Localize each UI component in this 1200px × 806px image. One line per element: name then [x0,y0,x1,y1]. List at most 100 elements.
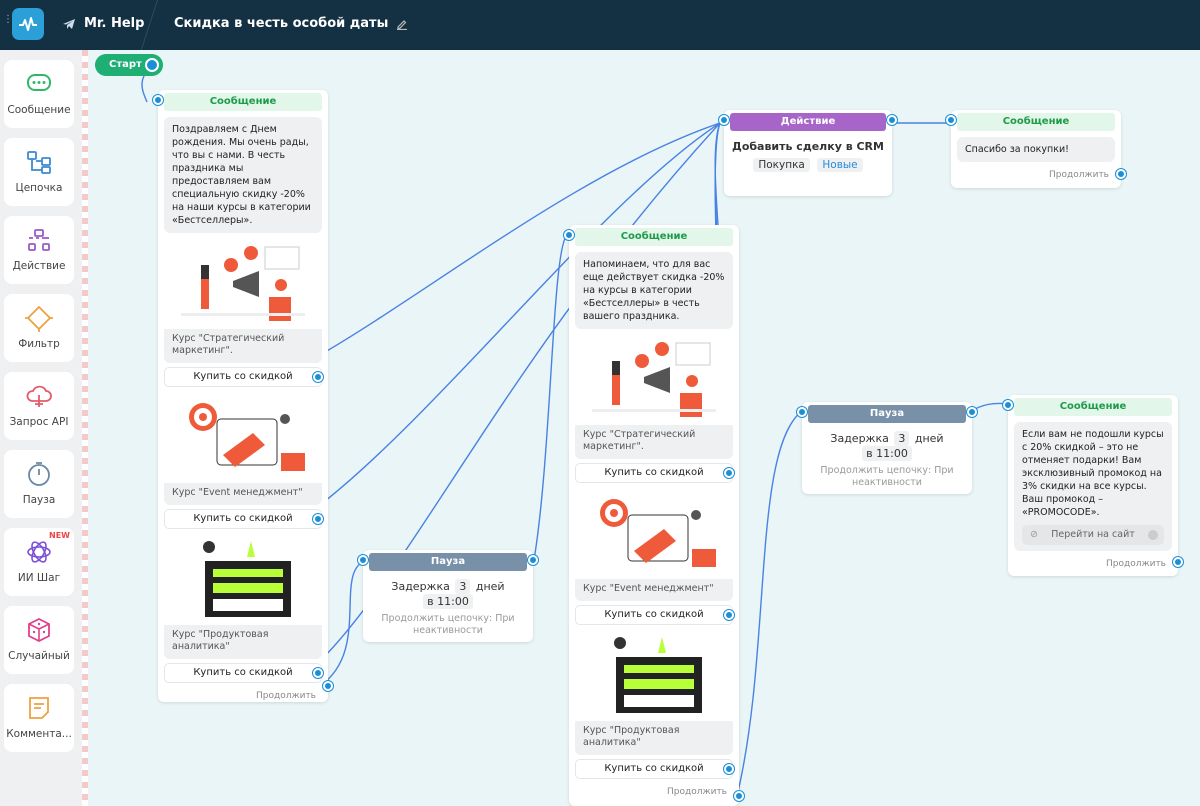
new-badge: NEW [49,531,70,540]
output-port[interactable] [724,468,734,478]
palette-label: Фильтр [18,338,60,350]
palette-ai-step[interactable]: NEW ИИ Шаг [4,528,74,596]
palette-label: Коммента... [6,728,72,740]
message-text: Если вам не подошли курсы с 20% скидкой … [1014,422,1172,551]
continue-port[interactable] [1116,169,1126,179]
action-node[interactable]: Действие Добавить сделку в CRM Покупка Н… [719,110,897,196]
output-port[interactable] [887,115,897,125]
filter-icon [4,304,74,332]
buy-discount-button[interactable]: Купить со скидкой [164,367,323,387]
card-caption: Курс "Event менеджмент" [583,583,714,594]
wire [319,122,721,662]
bot-name: Mr. Help [84,16,145,31]
continue-port[interactable] [734,791,744,801]
marketing-illustration [575,335,733,425]
continue-link[interactable]: Продолжить [1106,559,1166,569]
course-card: Курс "Стратегический маркетинг". [575,335,733,459]
output-port[interactable] [313,668,323,678]
continue-link[interactable]: Продолжить [1049,170,1109,180]
palette-api[interactable]: Запрос API [4,372,74,440]
input-port[interactable] [1003,400,1013,410]
pause-node-2[interactable]: Пауза Задержка 3 дней в 11:00 Продолжить… [797,402,977,494]
message-node-1[interactable]: Сообщение Поздравляем с Днем рождения. М… [153,90,333,702]
input-port[interactable] [946,115,956,125]
palette-action[interactable]: Действие [4,216,74,284]
flow-canvas[interactable]: Старт Сообщение Поздравляем с Днем рожде… [82,50,1200,806]
palette-label: Цепочка [15,182,63,194]
continue-port[interactable] [323,681,333,691]
message-text: Спасибо за покупки! [957,137,1115,162]
output-port[interactable] [967,407,977,417]
node-header: Пауза [369,553,527,571]
pulse-icon [19,17,37,31]
pause-condition: Продолжить цепочку: При неактивности [820,465,954,488]
delay-value: 3 [455,579,471,594]
delay-line: Задержка 3 дней в 11:00 [830,431,944,461]
message-node-4[interactable]: Сообщение Если вам не подошли курсы с 20… [1003,395,1183,576]
node-header: Пауза [808,405,966,423]
palette-random[interactable]: Случайный [4,606,74,674]
wire [319,122,721,356]
input-port[interactable] [358,555,368,565]
output-port[interactable] [724,610,734,620]
message-text: Напоминаем, что для вас еще действует ск… [575,252,733,329]
input-port[interactable] [797,407,807,417]
palette-comment[interactable]: Коммента... [4,684,74,752]
chain-icon [4,148,74,176]
continue-link[interactable]: Продолжить [256,691,316,701]
continue-link[interactable]: Продолжить [667,787,727,797]
message-node-3[interactable]: Сообщение Спасибо за покупки! Продолжить [946,110,1126,188]
card-caption: Курс "Продуктовая аналитика" [172,629,269,652]
palette-label: Сообщение [7,104,71,116]
drag-handle-icon[interactable]: ⋮ [3,14,13,25]
node-header: Сообщение [575,228,733,246]
pause-node-1[interactable]: Пауза Задержка 3 дней в 11:00 Продолжить… [358,550,538,642]
pause-condition: Продолжить цепочку: При неактивности [381,613,515,636]
visit-site-button[interactable]: ⊘ Перейти на сайт [1022,525,1164,545]
palette-filter[interactable]: Фильтр [4,294,74,362]
event-illustration [164,393,322,483]
start-port[interactable] [145,58,159,72]
tag-purchase: Покупка [753,158,810,172]
output-port[interactable] [528,555,538,565]
palette-pause[interactable]: Пауза [4,450,74,518]
buy-discount-button[interactable]: Купить со скидкой [575,759,734,779]
node-header: Сообщение [164,93,322,111]
output-port[interactable] [724,764,734,774]
start-node[interactable]: Старт [95,54,163,76]
message-node-2[interactable]: Сообщение Напоминаем, что для вас еще де… [564,225,744,806]
timer-icon [4,460,74,488]
palette-message[interactable]: Сообщение [4,60,74,128]
palette-label: Пауза [22,494,56,506]
course-card: Курс "Стратегический маркетинг". [164,239,322,363]
flow-title[interactable]: Скидка в честь особой даты [174,16,408,31]
analytics-illustration [164,535,322,625]
input-port[interactable] [564,230,574,240]
output-port[interactable] [313,514,323,524]
app-logo[interactable] [12,8,44,40]
bot-selector[interactable]: Mr. Help [62,16,144,31]
palette-label: Случайный [8,650,70,662]
input-port[interactable] [719,115,729,125]
note-icon [4,694,74,722]
buy-discount-button[interactable]: Купить со скидкой [575,463,734,483]
output-port[interactable] [313,372,323,382]
message-icon [4,70,74,98]
input-port[interactable] [153,95,163,105]
edit-icon[interactable] [396,18,408,30]
wire [736,410,803,797]
delay-time: в 11:00 [423,594,473,609]
buy-discount-button[interactable]: Купить со скидкой [164,663,323,683]
buy-discount-button[interactable]: Купить со скидкой [575,605,734,625]
card-caption: Курс "Стратегический маркетинг". [172,333,285,356]
continue-port[interactable] [1173,557,1183,567]
course-card: Курс "Продуктовая аналитика" [164,535,322,659]
palette-chain[interactable]: Цепочка [4,138,74,206]
wire [319,122,721,506]
wire [533,234,568,561]
message-text: Поздравляем с Днем рождения. Мы очень ра… [164,117,322,233]
course-card: Курс "Event менеджмент" [164,393,322,505]
analytics-illustration [575,631,733,721]
buy-discount-button[interactable]: Купить со скидкой [164,509,323,529]
button-port[interactable] [1148,530,1158,540]
